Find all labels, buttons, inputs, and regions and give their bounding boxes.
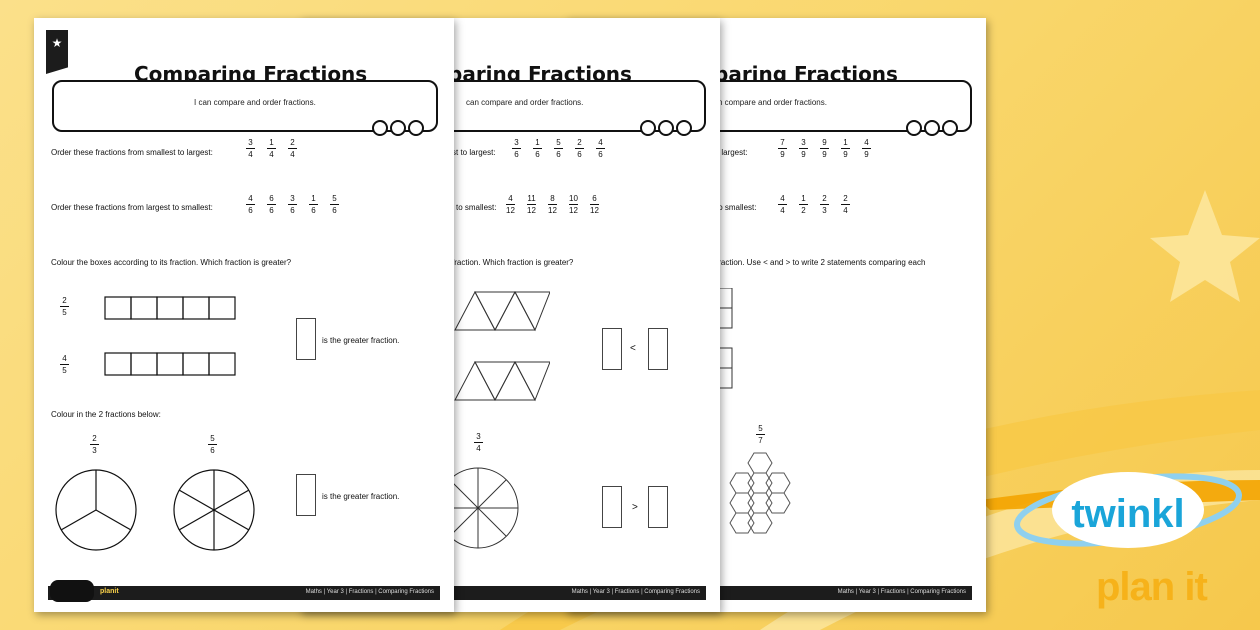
fraction-bar-fifths[interactable] [104,352,236,378]
worksheet-footer: planit Maths | Year 3 | Fractions | Comp… [48,580,440,602]
footer-brand: planit [100,588,119,595]
footer-text: Maths | Year 3 | Fractions | Comparing F… [571,589,700,595]
triangle-models[interactable] [450,290,550,402]
twinkl-wordmark: twinkl [1071,492,1184,536]
question-3-label: fraction. Use < and > to write 2 stateme… [716,258,926,267]
hexagon-shape[interactable] [716,450,816,555]
compare-sign: > [632,502,638,513]
circle-eighths[interactable] [450,464,522,556]
self-assessment-circles[interactable] [372,120,424,136]
objective-text: I can compare and order fractions. [194,98,316,107]
star-icon [1150,190,1260,302]
question-1-label: t to largest: [708,148,748,157]
question-2-label: Order these fractions from largest to sm… [51,203,213,212]
self-assessment-circles[interactable] [640,120,692,136]
circle-sixths[interactable] [172,468,256,552]
rectangle-models[interactable] [716,288,756,398]
answer-box[interactable] [602,328,622,370]
answer-box[interactable] [296,318,316,360]
answer-box[interactable] [602,486,622,528]
question-3-label: Colour the boxes according to its fracti… [51,258,292,267]
circle-thirds[interactable] [54,468,138,552]
objective-box: I can compare and order fractions. [52,80,438,136]
answer-box[interactable] [296,474,316,516]
planit-logo: plan it [1096,565,1208,609]
question-2-label: to smallest: [716,203,757,212]
worksheet-1: ★ Comparing Fractions I can compare and … [34,18,454,612]
objective-text: n compare and order fractions. [718,98,827,107]
footer-text: Maths | Year 3 | Fractions | Comparing F… [305,589,434,595]
self-assessment-circles[interactable] [906,120,958,136]
compare-sign: < [630,343,636,354]
question-3-label: fraction. Which fraction is greater? [452,258,574,267]
question-1-label: st to largest: [452,148,496,157]
footer-text: Maths | Year 3 | Fractions | Comparing F… [837,589,966,595]
objective-text: can compare and order fractions. [466,98,584,107]
twinkl-footer-logo [50,580,94,602]
fraction-bar-fifths[interactable] [104,296,236,322]
question-4-label: Colour in the 2 fractions below: [51,410,161,419]
greater-fraction-text: is the greater fraction. [322,336,400,345]
answer-box[interactable] [648,328,668,370]
greater-fraction-text: is the greater fraction. [322,492,400,501]
question-2-label: to smallest: [456,203,497,212]
question-1-label: Order these fractions from smallest to l… [51,148,213,157]
twinkl-logo: twinkl [1014,472,1242,548]
star-badge-icon: ★ [46,30,68,74]
answer-box[interactable] [648,486,668,528]
